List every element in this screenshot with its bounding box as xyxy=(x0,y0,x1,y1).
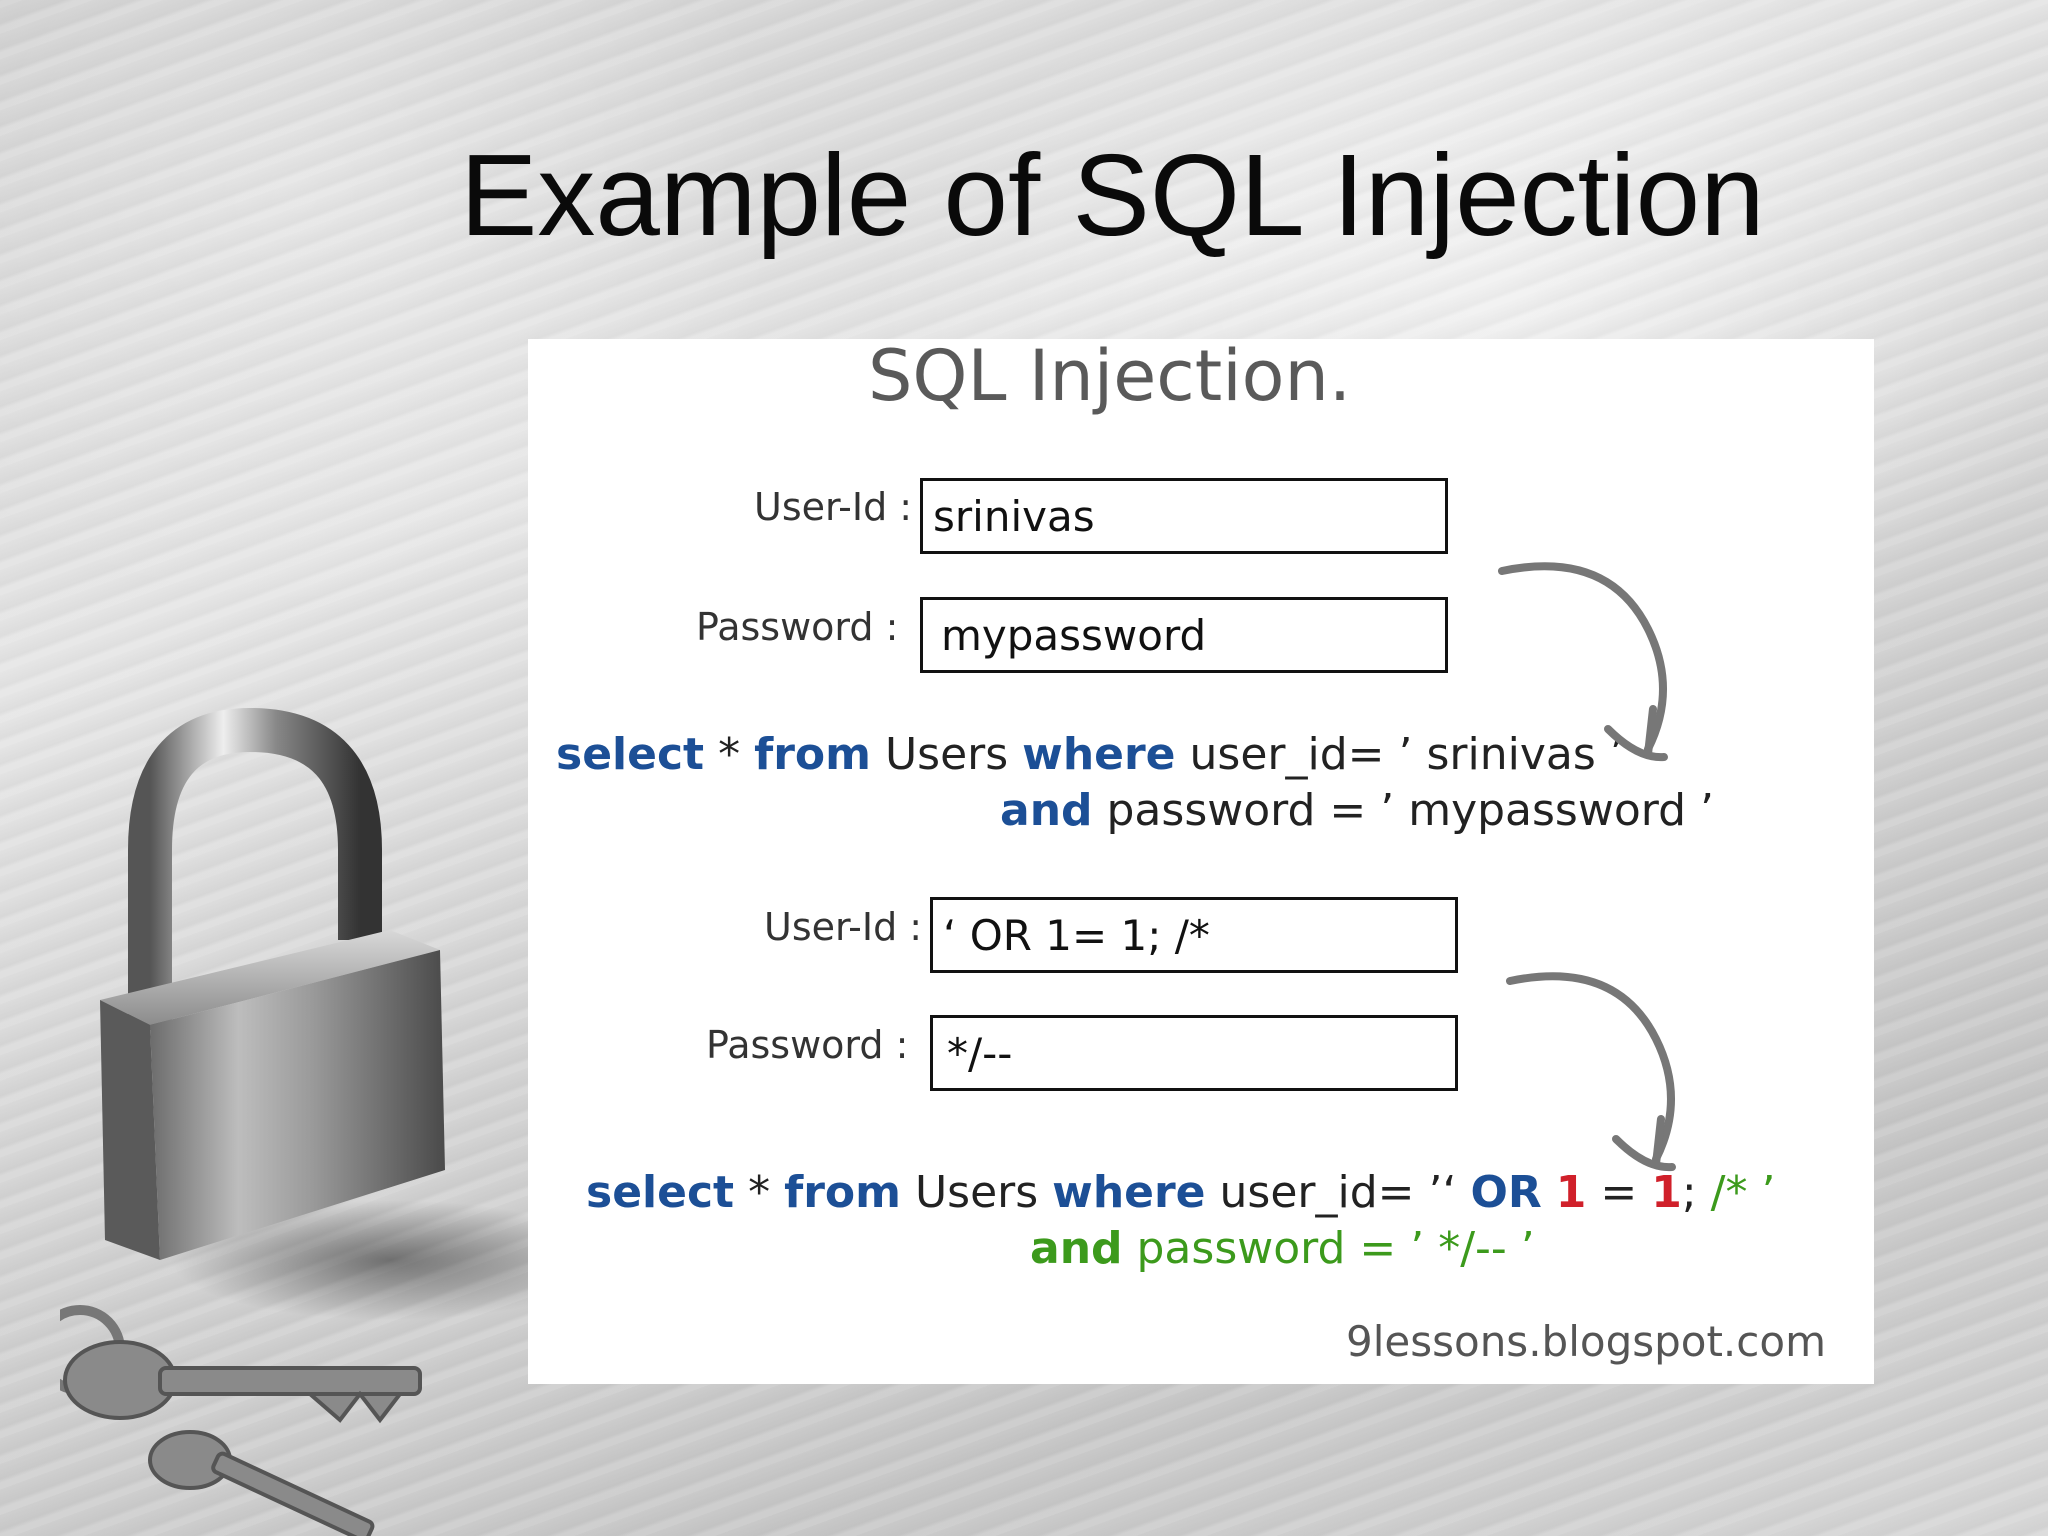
sql-keyword: select xyxy=(586,1167,735,1218)
sql-injection-figure: SQL Injection. User-Id : srinivas Passwo… xyxy=(528,335,1874,1384)
curved-arrow-icon xyxy=(1498,562,1668,762)
password-label-2: Password : xyxy=(706,1023,909,1067)
query-2-line-2: and password = ’ */-- ’ xyxy=(1030,1223,1535,1274)
password-field-1: mypassword xyxy=(920,597,1448,673)
slide-title: Example of SQL Injection xyxy=(460,130,1765,260)
query-2-line-1: select * from Users where user_id= ’‘ OR… xyxy=(586,1167,1775,1218)
figure-heading: SQL Injection. xyxy=(868,335,1352,417)
sql-text: * xyxy=(734,1167,785,1218)
sql-comment: /* ’ xyxy=(1710,1167,1776,1218)
sql-text: user_id= ’‘ xyxy=(1205,1167,1471,1218)
sql-text: Users xyxy=(900,1167,1053,1218)
password-label-1: Password : xyxy=(696,605,899,649)
sql-comment: password = ’ */-- ’ xyxy=(1122,1223,1535,1274)
source-credit: 9lessons.blogspot.com xyxy=(1346,1317,1826,1366)
sql-keyword: where xyxy=(1052,1167,1206,1218)
sql-keyword: from xyxy=(754,729,871,780)
userid-field-2: ‘ OR 1= 1; /* xyxy=(930,897,1458,973)
sql-keyword: where xyxy=(1022,729,1176,780)
sql-keyword: select xyxy=(556,729,705,780)
password-field-2: */-- xyxy=(930,1015,1458,1091)
sql-number: 1 xyxy=(1555,1167,1587,1218)
query-1-line-1: select * from Users where user_id= ’ sri… xyxy=(556,729,1624,780)
sql-text: * xyxy=(704,729,755,780)
userid-label-2: User-Id : xyxy=(764,905,923,949)
userid-field-1: srinivas xyxy=(920,478,1448,554)
query-1-line-2: and password = ’ mypassword ’ xyxy=(1000,785,1714,836)
sql-keyword: from xyxy=(784,1167,901,1218)
curved-arrow-icon xyxy=(1506,972,1676,1172)
sql-text: = xyxy=(1586,1167,1652,1218)
padlock-icon xyxy=(60,707,600,1536)
sql-keyword: OR xyxy=(1470,1167,1542,1218)
sql-text: password = ’ mypassword ’ xyxy=(1092,785,1714,836)
sql-number: 1 xyxy=(1651,1167,1682,1218)
sql-comment-keyword: and xyxy=(1030,1223,1123,1274)
userid-label-1: User-Id : xyxy=(754,485,913,529)
sql-text: user_id= ’ srinivas ’ xyxy=(1175,729,1624,780)
sql-keyword: and xyxy=(1000,785,1093,836)
sql-text: ; xyxy=(1681,1167,1711,1218)
sql-text: Users xyxy=(870,729,1023,780)
